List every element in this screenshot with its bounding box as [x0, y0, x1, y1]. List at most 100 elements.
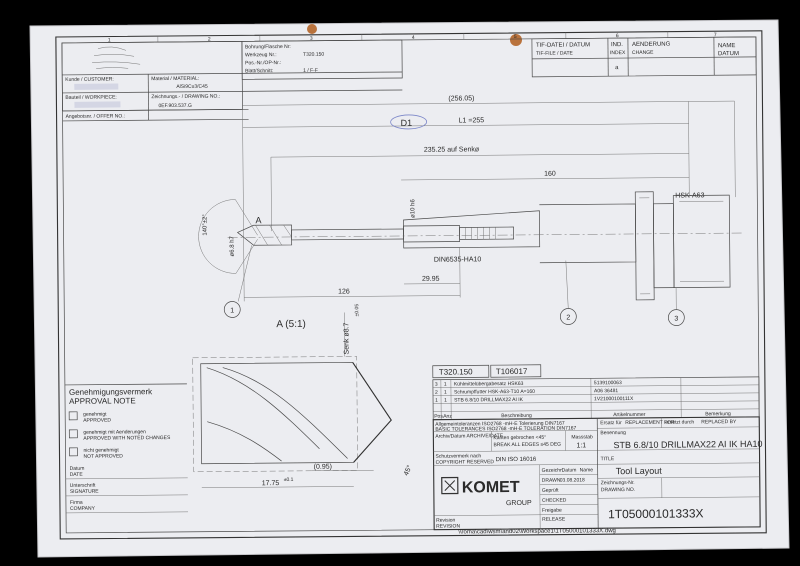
tif-label: TIF-DATEI / DATUM — [536, 42, 590, 48]
titel-label: TITLE — [601, 456, 615, 462]
bom-tool-no2: T106017 — [496, 367, 528, 376]
material-label: Material / MATERIAL: — [151, 76, 199, 82]
bom-tool-no: T320.150 — [439, 367, 473, 376]
dim-d10: ø10 h6 — [410, 199, 416, 218]
label-hsk: HSK-A63 — [675, 192, 704, 199]
drawn-sub: DRAWN — [542, 478, 561, 484]
datum-sub: DATE — [70, 472, 84, 478]
not-approved-sub: NOT APPROVED — [84, 453, 124, 459]
material-value: AlSi9Cu3/C45 — [176, 84, 208, 90]
bom-desc: Kühlmittelübergabesatz HSK63 — [454, 381, 524, 388]
bom-header-anz: Anz — [443, 414, 452, 420]
bom-qty: 1 — [444, 398, 447, 404]
release-label: Freigabe — [542, 508, 562, 514]
drawn-date: 03.08.2018 — [560, 477, 585, 483]
scale-label: Massstab — [571, 434, 593, 440]
approval-title: Genehmigungsvermerk — [69, 387, 153, 397]
position-bubble-2: 2 — [566, 315, 570, 322]
bom-header-bem: Bemerkung — [705, 411, 731, 417]
dim-d1-handwritten: D1 — [401, 118, 413, 128]
position-bubble-1: 1 — [230, 307, 234, 314]
drawing-subtitle: Tool Layout — [616, 466, 663, 476]
dim-2995: 29.95 — [422, 276, 440, 283]
werkzeug-value: T320.150 — [303, 52, 324, 58]
aend-label: AENDERUNG — [632, 42, 671, 48]
replacement-label: Ersatz für — [600, 420, 622, 426]
checked-sub: CHECKED — [542, 498, 567, 504]
detail-095: (0.95) — [314, 464, 332, 471]
bom-pos: 2 — [435, 390, 438, 396]
komet-brand: KOMET — [462, 479, 520, 497]
din-label: DIN ISO 16016 — [496, 457, 537, 463]
ind-label: IND. — [611, 42, 623, 48]
kunde-label: Kunde / CUSTOMER: — [65, 76, 114, 82]
punch-hole — [307, 24, 317, 34]
ind-sub: INDEX — [610, 50, 626, 56]
bom-art: 1V21000100111X — [594, 396, 634, 402]
datum-header: Datum — [562, 467, 577, 473]
label-din-ha10: DIN6535-HA10 — [434, 256, 482, 263]
release-sub: RELEASE — [542, 517, 566, 523]
bom-desc: STB 6.8/10 DRILLMAX22 AI IK — [454, 397, 524, 404]
zone-label: 5 — [514, 34, 517, 40]
approved-sub: APPROVED — [83, 418, 111, 424]
detail-senk-tol: ±0.05 — [354, 304, 360, 317]
position-bubble-3: 3 — [674, 316, 678, 323]
aend-sub: CHANGE — [632, 50, 654, 56]
copyright-sub: COPYRIGHT RESERVED — [436, 459, 495, 466]
datum-label: DATUM — [718, 51, 739, 57]
dim-senk: 235.25 auf Senkø — [424, 146, 480, 153]
detail-1775-tol: ±0.1 — [284, 477, 294, 483]
bom-art: A06 36481 — [594, 388, 618, 394]
werkzeug-label: Werkzeug Nr.: — [245, 52, 277, 58]
detail-title: A (5:1) — [276, 319, 306, 330]
dim-overall: (256.05) — [448, 95, 474, 102]
komet-group: GROUP — [506, 500, 532, 507]
zeichnung-value: 0EF.903.537.G — [158, 103, 192, 109]
drawing-number: 1T05000101333X — [608, 506, 704, 521]
benennung-label: Benennung — [600, 430, 626, 436]
bom-pos: 1 — [435, 398, 438, 404]
tolerance-line2: BASIC TOLERANCES ISO2768 -mH-E TOLERATIO… — [435, 425, 576, 432]
section-marker-a: A — [255, 215, 261, 225]
name-header: Name — [580, 467, 594, 473]
drawing-no-sub: DRAWING NO. — [601, 487, 635, 493]
dim-126: 126 — [338, 288, 350, 295]
bom-art: 5139100063 — [594, 380, 622, 386]
bom-desc: Schrumpffutter HSK-A63-T10 A=160 — [454, 389, 535, 396]
bom-header-art: Artikelnummer — [613, 412, 646, 418]
scale-value: 1:1 — [576, 442, 586, 449]
paper-sheet — [30, 20, 789, 557]
bom-pos: 3 — [435, 382, 438, 388]
zeichnung-label: Zeichnungs.- / DRAWING NO.: — [151, 94, 220, 101]
edges-label: Kanten gebrochen <45° — [493, 435, 546, 441]
approved-changes-sub: APPROVED WITH NOTED CHANGES — [83, 435, 171, 442]
dim-160: 160 — [544, 171, 556, 178]
bohrung-label: Bohrung/Flasche Nr: — [245, 44, 291, 50]
name-label: NAME — [718, 43, 735, 49]
bom-header-desc: Beschreibung — [501, 413, 532, 419]
dim-dia68: ø6.8 h7 — [230, 235, 236, 256]
dim-l1: L1 =255 — [459, 117, 485, 124]
detail-1775: 17.75 — [262, 480, 280, 487]
bauteil-label: Bauteil / WORKPIECE: — [65, 94, 116, 100]
replaced-sub: REPLACED BY — [701, 419, 737, 425]
bom-qty: 1 — [444, 390, 447, 396]
checked-label: Geprüft — [542, 488, 559, 494]
detail-senk: Senk ø8.7 — [343, 322, 350, 354]
approval-subtitle: APPROVAL NOTE — [69, 396, 136, 406]
replaced-label: ersetzt durch — [665, 419, 694, 425]
company-sub: COMPANY — [70, 506, 96, 512]
drawing-no-label: Zeichnungs-Nr. — [601, 480, 635, 486]
blatt-label: Blatt/Schnitt: — [245, 68, 273, 74]
dim-angle: 140°±2° — [202, 214, 208, 236]
blatt-value: 1 / F-F — [303, 68, 318, 74]
revision-sub: REVISION — [436, 523, 460, 529]
signature-sub: SIGNATURE — [70, 489, 100, 495]
edges-sub: BREAK ALL EDGES ≤45 DEG — [493, 442, 561, 449]
zone-label: 4 — [412, 35, 415, 41]
bom-qty: 1 — [444, 382, 447, 388]
drawing-title: STB 6.8/10 DRILLMAX22 AI IK HA10 — [613, 439, 762, 450]
